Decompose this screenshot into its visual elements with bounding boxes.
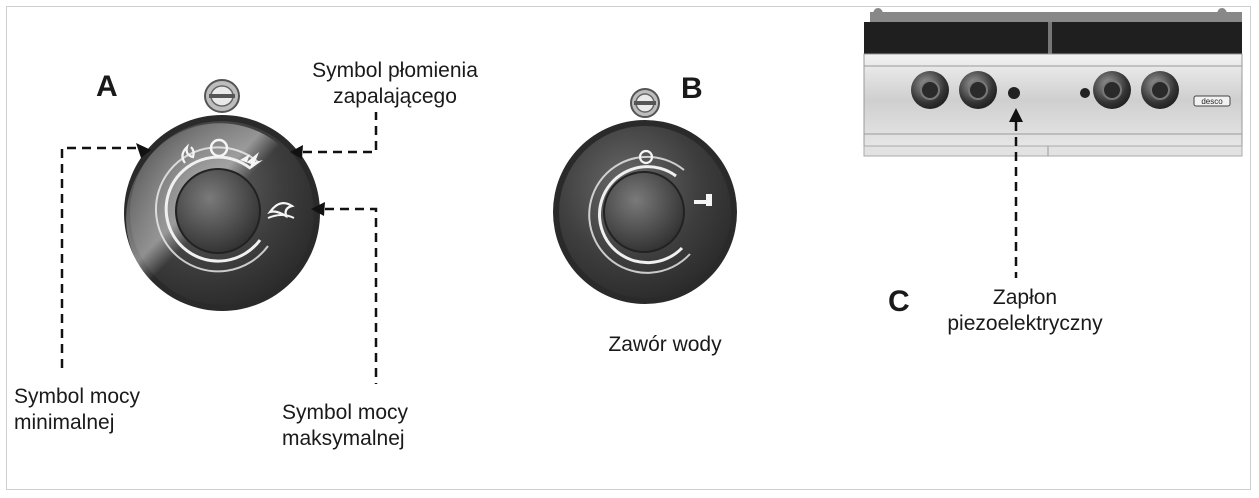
- brand-badge-text: desco: [1201, 97, 1223, 106]
- pilot-flame-symbol-icon: [209, 138, 229, 158]
- knob-position-indicator-icon: [204, 79, 240, 113]
- panel-c-letter: C: [888, 285, 910, 318]
- piezo-ignition-button: [1008, 87, 1020, 99]
- panel-a-leader-lines: [60, 112, 378, 384]
- panel-b-letter: B: [681, 72, 703, 105]
- valve-position-indicator-icon: [630, 88, 660, 118]
- large-flame-symbol-icon: [267, 201, 295, 219]
- max-power-label-line-1: Symbol mocy: [282, 401, 409, 424]
- appliance-front-panel: desco: [863, 8, 1243, 157]
- water-tap-symbol-icon: [694, 194, 712, 206]
- max-power-label: Symbol mocy maksymalnej: [282, 400, 408, 452]
- knob-scale-arc: [164, 155, 262, 263]
- water-valve-knob: [553, 88, 737, 304]
- water-valve-label: Zawór wody: [608, 333, 722, 356]
- piezo-ignition-label-line-2: piezoelektryczny: [947, 312, 1103, 335]
- pilot-flame-label-line-2: zapalającego: [333, 85, 457, 108]
- pilot-flame-label-line-1: Symbol płomienia: [312, 59, 478, 82]
- piezo-ignition-label-line-1: Zapłon: [992, 286, 1058, 309]
- piezo-ignition-label: Zapłon piezoelektryczny: [925, 285, 1125, 337]
- min-power-label-line-2: minimalnej: [14, 411, 115, 434]
- valve-scale-arc: [598, 165, 684, 265]
- panel-a-letter: A: [96, 70, 118, 103]
- max-power-pointer-icon: [311, 202, 325, 216]
- small-flame-symbol-icon: [181, 143, 195, 164]
- min-power-label-line-1: Symbol mocy: [14, 385, 141, 408]
- min-power-pointer-icon: [136, 143, 151, 158]
- brand-badge: [1193, 95, 1231, 107]
- panel-c-leader-line: [1009, 108, 1023, 278]
- knob-hub: [175, 168, 261, 254]
- max-power-label-line-2: maksymalnej: [282, 427, 405, 450]
- gas-knob: [124, 79, 325, 311]
- ignition-spark-symbol-icon: [240, 152, 263, 170]
- pilot-pointer-icon: [290, 145, 303, 159]
- pilot-flame-label: Symbol płomienia zapalającego: [280, 58, 510, 110]
- min-power-label: Symbol mocy minimalnej: [14, 384, 140, 436]
- valve-closed-symbol-icon: [638, 149, 654, 165]
